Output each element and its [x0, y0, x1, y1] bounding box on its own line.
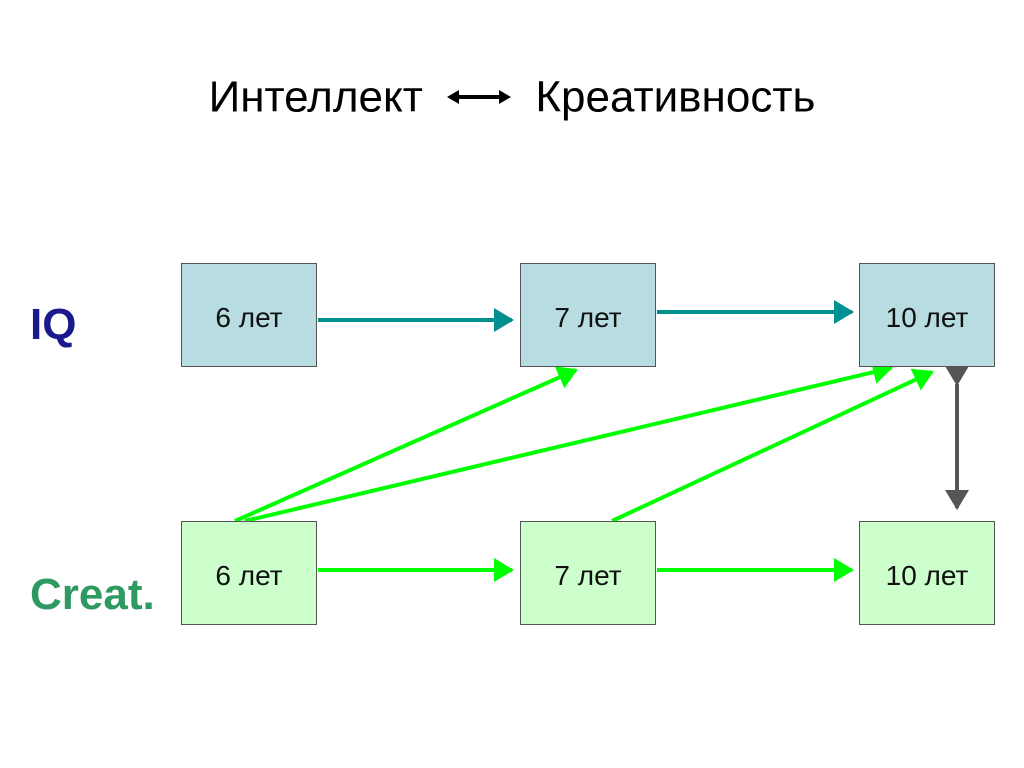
iq-box-6: 6 лет: [181, 263, 317, 367]
arrow-cr6-to-iq7: [234, 366, 578, 523]
double-arrow-icon: [447, 90, 512, 105]
slide-title: Интеллект Креативность: [0, 70, 1024, 130]
creat-box-7: 7 лет: [520, 521, 656, 625]
iq-row-label: IQ: [30, 300, 77, 349]
arrow-cr6-to-iq10: [244, 360, 893, 523]
arrow-cr7-to-iq10: [611, 368, 934, 523]
creat-box-6: 6 лет: [181, 521, 317, 625]
iq-box-10: 10 лет: [859, 263, 995, 367]
creat-box-10: 10 лет: [859, 521, 995, 625]
title-left: Интеллект: [208, 72, 423, 122]
iq-box-7: 7 лет: [520, 263, 656, 367]
title-right: Креативность: [535, 72, 816, 122]
creat-row-label: Creat.: [30, 570, 155, 619]
